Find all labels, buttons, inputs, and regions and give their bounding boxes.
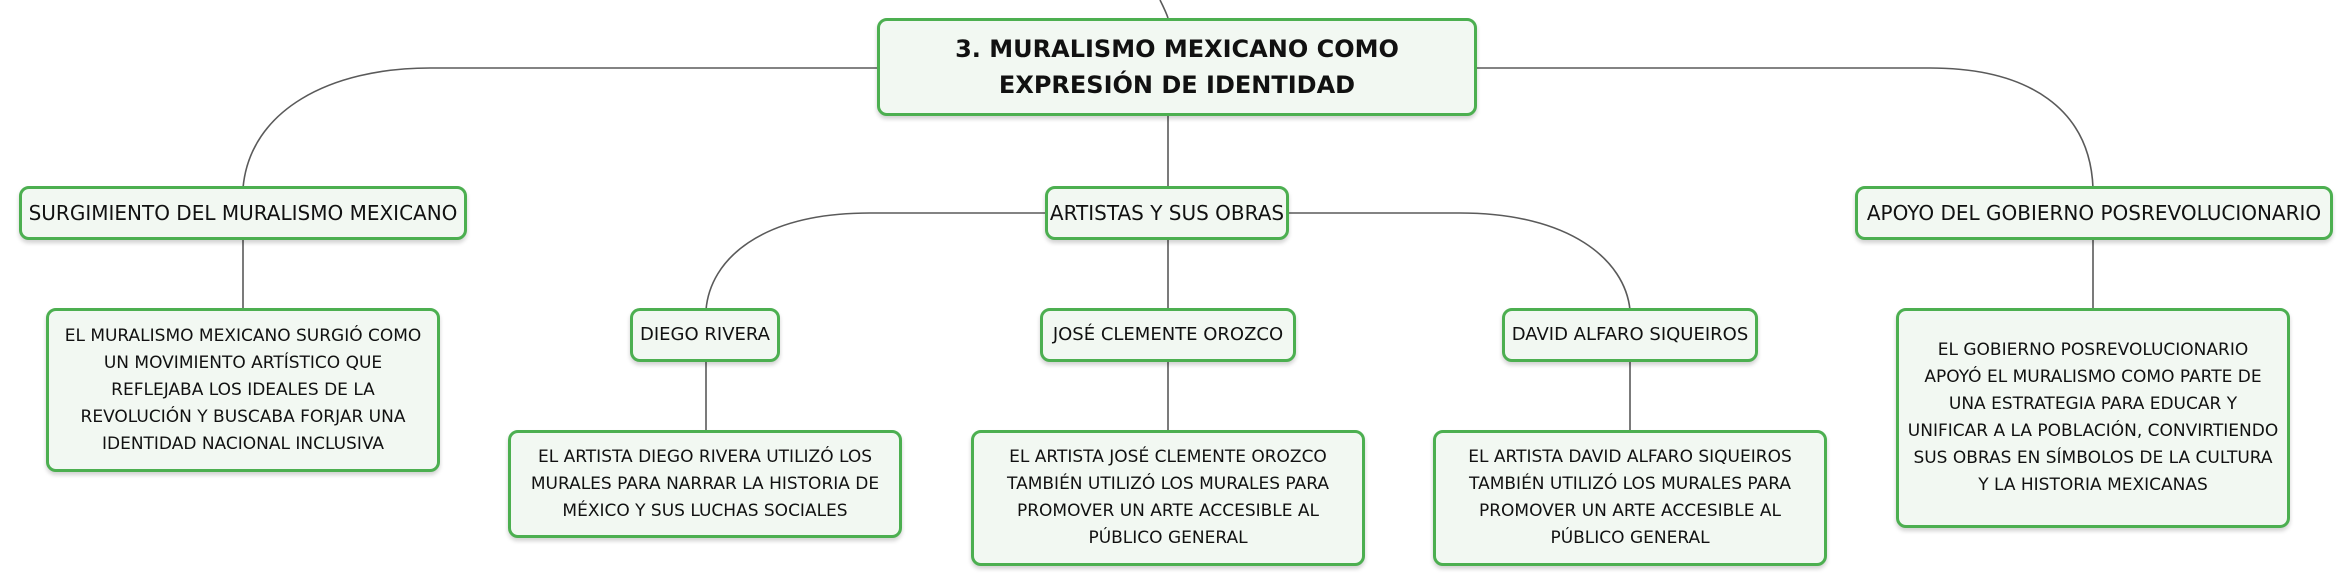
siqueiros-description-node[interactable]: EL ARTISTA DAVID ALFARO SIQUEIROS TAMBIÉ… [1433, 430, 1827, 566]
topic-origin-title: SURGIMIENTO DEL MURALISMO MEXICANO [28, 201, 458, 225]
topic-origin-node[interactable]: SURGIMIENTO DEL MURALISMO MEXICANO [19, 186, 467, 240]
rivera-description-text: EL ARTISTA DIEGO RIVERA UTILIZÓ LOS MURA… [530, 446, 880, 521]
origin-description-text: EL MURALISMO MEXICANO SURGIÓ COMO UN MOV… [64, 325, 422, 454]
root-topic-title: 3. MURALISMO MEXICANO COMO EXPRESIÓN DE … [955, 35, 1399, 99]
connector-root-origin [242, 67, 877, 189]
topic-government-title: APOYO DEL GOBIERNO POSREVOLUCIONARIO [1866, 201, 2322, 225]
orozco-description-text: EL ARTISTA JOSÉ CLEMENTE OROZCO TAMBIÉN … [1007, 447, 1329, 548]
topic-government-node[interactable]: APOYO DEL GOBIERNO POSREVOLUCIONARIO [1855, 186, 2333, 240]
rivera-description-node[interactable]: EL ARTISTA DIEGO RIVERA UTILIZÓ LOS MURA… [508, 430, 902, 538]
artist-rivera-node[interactable]: DIEGO RIVERA [630, 308, 780, 362]
artist-siqueiros-name: DAVID ALFARO SIQUEIROS [1511, 324, 1749, 345]
artist-siqueiros-node[interactable]: DAVID ALFARO SIQUEIROS [1502, 308, 1758, 362]
connector-artists-rivera [705, 212, 1045, 311]
origin-description-node[interactable]: EL MURALISMO MEXICANO SURGIÓ COMO UN MOV… [46, 308, 440, 472]
connector-parent-root [1159, 0, 1169, 19]
artist-orozco-node[interactable]: JOSÉ CLEMENTE OROZCO [1040, 308, 1296, 362]
siqueiros-description-text: EL ARTISTA DAVID ALFARO SIQUEIROS TAMBIÉ… [1468, 447, 1792, 548]
connector-root-government [1477, 67, 2094, 189]
artist-orozco-name: JOSÉ CLEMENTE OROZCO [1052, 324, 1284, 345]
government-description-text: EL GOBIERNO POSREVOLUCIONARIO APOYÓ EL M… [1907, 340, 2279, 495]
government-description-node[interactable]: EL GOBIERNO POSREVOLUCIONARIO APOYÓ EL M… [1896, 308, 2290, 528]
orozco-description-node[interactable]: EL ARTISTA JOSÉ CLEMENTE OROZCO TAMBIÉN … [971, 430, 1365, 566]
topic-artists-title: ARTISTAS Y SUS OBRAS [1049, 201, 1285, 225]
topic-artists-node[interactable]: ARTISTAS Y SUS OBRAS [1045, 186, 1289, 240]
root-topic-node[interactable]: 3. MURALISMO MEXICANO COMO EXPRESIÓN DE … [877, 18, 1477, 116]
artist-rivera-name: DIEGO RIVERA [640, 324, 770, 345]
connector-artists-siqueiros [1289, 212, 1631, 311]
